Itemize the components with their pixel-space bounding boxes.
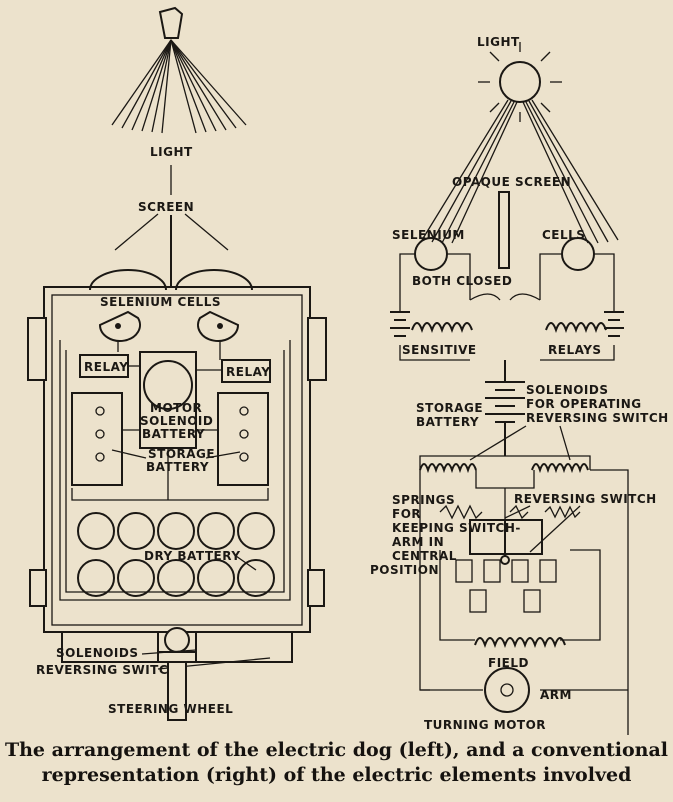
left-selenium-cell-icon (98, 310, 141, 342)
left-operating-solenoid (419, 463, 477, 474)
selenium-label: SELENIUM (392, 228, 465, 242)
field-coil (474, 637, 566, 648)
right-reversing-switch-label: REVERSING SWITCH (514, 492, 657, 506)
right-operating-solenoid (531, 463, 589, 474)
reversing-switch-icon (164, 627, 190, 653)
main-circuit (419, 455, 629, 735)
left-diagram: LIGHT SCREEN SELENIUM CELLS RELAY RELAY (27, 6, 327, 721)
opaque-screen (498, 191, 510, 269)
battery-label: BATTERY (142, 427, 205, 441)
reversing-switch-label: REVERSING SWITCH (36, 663, 179, 677)
motor-label: MOTOR (150, 401, 202, 415)
right-light-label: LIGHT (477, 35, 520, 49)
solenoids-for-label: SOLENOIDS (526, 383, 609, 397)
left-screen-label: SCREEN (138, 200, 194, 214)
sun-icon (478, 42, 562, 122)
opaque-screen-label: OPAQUE SCREEN (452, 175, 571, 189)
cells-label: CELLS (542, 228, 585, 242)
right-battery-label: BATTERY (416, 415, 479, 429)
steering-wheel-label: STEERING WHEEL (108, 702, 233, 716)
electric-dog-figure: LIGHT SCREEN SELENIUM CELLS RELAY RELAY (27, 6, 669, 735)
motor-icon (143, 360, 193, 410)
right-relay-label: RELAY (226, 365, 270, 379)
left-relay-label: RELAY (84, 360, 128, 374)
left-light-label: LIGHT (150, 145, 193, 159)
left-storage-battery-box (71, 392, 123, 486)
for-operating-label: FOR OPERATING (526, 397, 642, 411)
both-closed-label: BOTH CLOSED (412, 274, 512, 288)
dry-battery-label: DRY BATTERY (144, 549, 241, 563)
right-selenium-cell-icon (197, 310, 240, 342)
right-cell-icon (561, 237, 595, 271)
dry-battery (77, 512, 275, 597)
right-solenoid (195, 631, 293, 663)
left-wiring (59, 340, 291, 601)
springs-label: SPRINGS (392, 493, 455, 507)
relays-label: RELAYS (548, 343, 602, 357)
arm-label: ARM (540, 688, 572, 702)
storage-battery (485, 360, 525, 456)
right-storage-label: STORAGE (416, 401, 483, 415)
left-light-rays (111, 39, 247, 195)
left-solenoid (61, 631, 159, 663)
turning-motor-icon (484, 667, 530, 713)
storage-battery-label: BATTERY (146, 460, 209, 474)
operating-reversing-label: REVERSING SWITCH (526, 411, 669, 425)
selenium-cells-label: SELENIUM CELLS (100, 295, 221, 309)
central-label: CENTRAL (392, 549, 457, 563)
right-relay (221, 359, 271, 383)
relay-batteries (390, 311, 624, 337)
solenoids-label: SOLENOIDS (56, 646, 139, 660)
storage-label: STORAGE (148, 447, 215, 461)
position-label: POSITION (370, 563, 439, 577)
caption-line-2: representation (right) of the electric e… (41, 764, 632, 786)
caption-line-1: The arrangement of the electric dog (lef… (4, 739, 669, 761)
right-wheel (307, 317, 327, 381)
sensitive-relay-coil (411, 322, 473, 333)
turning-motor-label: TURNING MOTOR (424, 718, 546, 732)
steering-wheel (167, 661, 187, 721)
figure-caption: The arrangement of the electric dog (lef… (0, 738, 673, 788)
right-diagram: LIGHT OPAQUE SCREEN SELENIUM CELLS BOTH … (370, 35, 669, 735)
keeping-switch-label: KEEPING SWITCH- (392, 521, 521, 535)
left-cell-icon (414, 237, 448, 271)
springs-for-label: FOR (392, 507, 421, 521)
left-wheel (27, 317, 47, 381)
sensitive-label: SENSITIVE (402, 343, 477, 357)
field-label: FIELD (488, 656, 529, 670)
relay-circuit (399, 253, 615, 361)
arm-in-label: ARM IN (392, 535, 444, 549)
right-storage-battery-box (217, 392, 269, 486)
lamp-icon (158, 6, 184, 39)
spring-left (439, 504, 483, 520)
relays-coil (545, 322, 607, 333)
solenoid-label: SOLENOID (140, 414, 213, 428)
